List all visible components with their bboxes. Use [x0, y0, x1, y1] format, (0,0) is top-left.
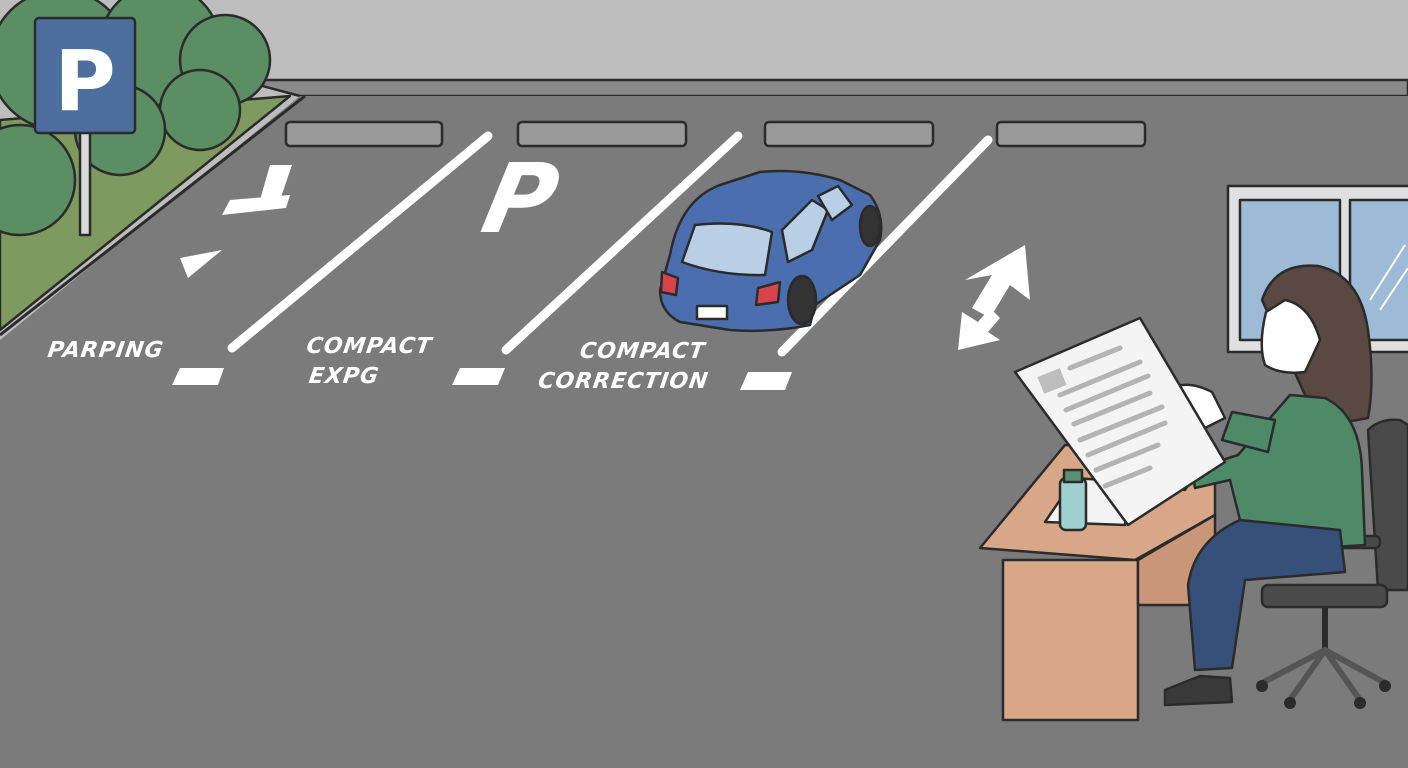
parking-sign: P	[33, 16, 137, 237]
ground-label-3-line-1: COMPACT	[578, 338, 708, 364]
parking-lines	[227, 131, 993, 357]
car-taillight-left	[659, 270, 680, 297]
parking-sign-letter: P	[54, 32, 116, 130]
woman-reading	[1141, 264, 1373, 707]
lot-edge	[0, 94, 306, 337]
car-wheel-rear	[786, 274, 818, 326]
bottle	[1058, 476, 1088, 532]
ground-label-2-line-1: COMPACT	[305, 333, 435, 359]
car-wheel-front	[858, 204, 882, 248]
car-taillight-right	[754, 280, 782, 307]
back-curb	[238, 78, 1408, 98]
ground-label-2-line-2: EXPG	[307, 363, 381, 389]
arm-upper	[1220, 410, 1277, 454]
sweater	[1190, 393, 1367, 552]
ground-label-3-line-2: CORRECTION	[537, 368, 711, 394]
face	[1260, 298, 1322, 374]
car-side-window	[780, 198, 830, 264]
blue-car	[658, 169, 883, 333]
car-rear-window	[680, 222, 774, 277]
arrow-marking-right	[958, 245, 1030, 350]
pants	[1186, 518, 1347, 672]
ground-label-1: PARPING	[46, 337, 165, 363]
document-paper	[1013, 316, 1227, 527]
shoe	[1163, 674, 1234, 707]
wheel-stops	[284, 120, 1147, 148]
line-end-marks	[172, 368, 792, 390]
ground-labels: PARPING COMPACT EXPG COMPACT CORRECTION	[46, 333, 710, 394]
arrow-marking-left	[180, 165, 292, 278]
license-plate	[695, 304, 729, 321]
